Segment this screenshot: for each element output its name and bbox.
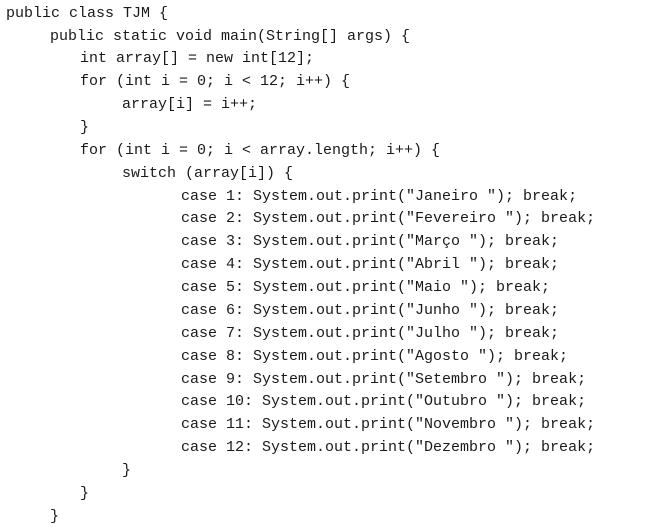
code-line-8: switch (array[i]) { xyxy=(122,165,294,182)
code-line-22: } xyxy=(80,485,90,502)
code-line-23: } xyxy=(50,508,60,525)
code-line-1: public class TJM { xyxy=(6,5,169,22)
code-line-2: public static void main(String[] args) { xyxy=(50,28,411,45)
code-line-9: case 1: System.out.print("Janeiro "); br… xyxy=(181,188,578,205)
code-line-7: for (int i = 0; i < array.length; i++) { xyxy=(80,142,441,159)
code-line-12: case 4: System.out.print("Abril "); brea… xyxy=(181,256,560,273)
code-line-11: case 3: System.out.print("Março "); brea… xyxy=(181,233,560,250)
code-line-15: case 7: System.out.print("Julho "); brea… xyxy=(181,325,560,342)
code-line-19: case 11: System.out.print("Novembro "); … xyxy=(181,416,596,433)
code-line-16: case 8: System.out.print("Agosto "); bre… xyxy=(181,348,569,365)
code-line-21: } xyxy=(122,462,132,479)
code-line-5: array[i] = i++; xyxy=(122,96,258,113)
code-line-18: case 10: System.out.print("Outubro "); b… xyxy=(181,393,587,410)
code-line-10: case 2: System.out.print("Fevereiro "); … xyxy=(181,210,596,227)
code-line-4: for (int i = 0; i < 12; i++) { xyxy=(80,73,351,90)
code-line-6: } xyxy=(80,119,90,136)
code-line-17: case 9: System.out.print("Setembro "); b… xyxy=(181,371,587,388)
code-line-13: case 5: System.out.print("Maio "); break… xyxy=(181,279,551,296)
code-line-20: case 12: System.out.print("Dezembro "); … xyxy=(181,439,596,456)
code-line-14: case 6: System.out.print("Junho "); brea… xyxy=(181,302,560,319)
code-line-3: int array[] = new int[12]; xyxy=(80,50,315,67)
